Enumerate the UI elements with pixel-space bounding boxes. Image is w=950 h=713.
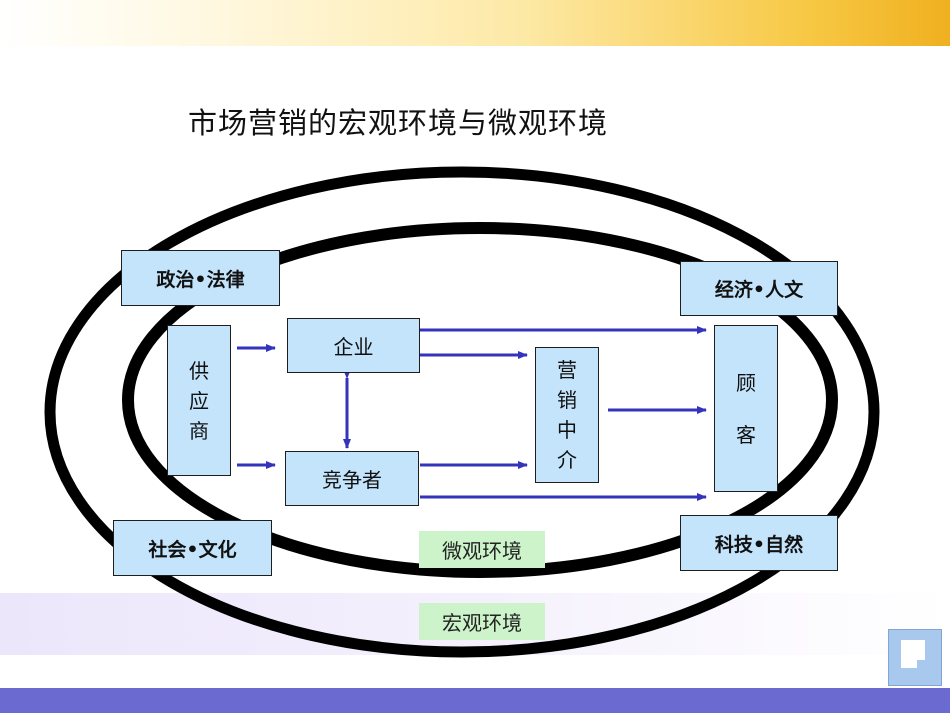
social-cultural-box: 社会•文化 [113,520,272,576]
enterprise-box: 企业 [287,318,420,373]
bottom-bar [0,688,950,713]
intermediary-char: 营 [557,358,577,382]
customer-char: 客 [736,422,756,447]
tech-natural-box: 科技•自然 [680,515,838,571]
supplier-char: 应 [189,388,209,413]
political-legal-box: 政治•法律 [121,250,280,306]
competitor-label: 竞争者 [322,468,382,492]
top-gradient-bar [0,0,950,46]
micro-environment-ring [122,222,838,578]
macro-environment-ring [44,166,880,658]
intermediary-box: 营 销 中 介 [535,347,599,483]
customer-char: 顾 [736,370,756,395]
intermediary-char: 介 [557,448,577,472]
customer-box: 顾 客 [714,325,778,492]
intermediary-char: 中 [557,418,577,442]
economic-cultural-box: 经济•人文 [680,261,838,316]
micro-environment-label: 微观环境 [419,531,545,568]
macro-environment-label: 宏观环境 [419,603,545,640]
supplier-char: 商 [189,418,209,443]
slide-title: 市场营销的宏观环境与微观环境 [188,106,609,140]
tech-natural-label: 科技•自然 [714,533,804,556]
social-cultural-label: 社会•文化 [148,538,237,561]
supplier-box: 供 应 商 [167,325,231,476]
intermediary-char: 销 [557,388,577,412]
political-legal-label: 政治•法律 [156,268,245,291]
competitor-box: 竞争者 [285,451,419,506]
corner-logo-icon [888,629,942,686]
supplier-char: 供 [189,358,209,383]
economic-cultural-label: 经济•人文 [714,279,804,301]
enterprise-label: 企业 [333,335,374,359]
